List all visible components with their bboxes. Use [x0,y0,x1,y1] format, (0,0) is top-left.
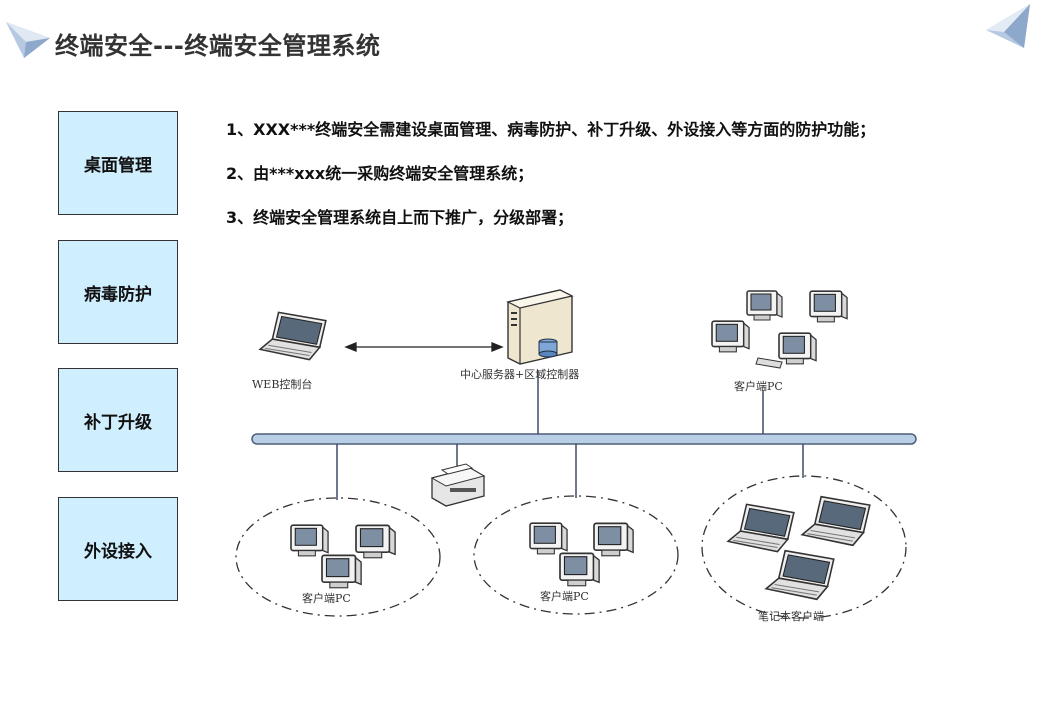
laptop-icon [765,549,835,601]
page-title: 终端安全---终端安全管理系统 [55,32,381,60]
desktop-pc-icon [290,524,329,557]
printer-icon [430,463,486,507]
point-2: 2、由***xxx统一采购终端安全管理系统； [226,164,534,183]
feature-box-peripheral-access: 外设接入 [58,497,178,601]
server-icon [506,289,574,365]
client-group-2-boundary [473,495,679,615]
desktop-pc-icon [746,290,783,321]
bus-links [336,370,804,500]
client-pc-top-group [711,290,848,369]
client-pc-top-label: 客户端PC [734,379,783,393]
laptop-group-boundary [701,475,907,619]
desktop-pc-icon [529,522,568,555]
feature-box-desktop-management: 桌面管理 [58,111,178,215]
server-label: 中心服务器+区域控制器 [460,367,579,381]
laptop-group [727,495,871,601]
feature-label: 外设接入 [84,541,152,562]
desktop-pc-icon [559,552,600,587]
client-group-1-boundary [235,497,441,617]
desktop-pc-icon [809,290,848,323]
client-pc-group-1-label: 客户端PC [302,591,351,605]
bidirectional-arrow [344,342,504,352]
paper-plane-left-icon [6,22,50,58]
desktop-pc-icon [355,524,396,559]
point-1: 1、XXX***终端安全需建设桌面管理、病毒防护、补丁升级、外设接入等方面的防护… [226,120,876,139]
laptop-icon [727,503,795,553]
client-pc-group-1 [290,524,396,589]
desktop-pc-icon [321,554,362,589]
laptop-group-label: 笔记本客户端 [758,609,824,623]
web-console-laptop-icon [259,311,327,361]
web-console-label: WEB控制台 [252,377,312,391]
network-bus [251,433,917,445]
paper-plane-right-icon [986,4,1030,48]
desktop-pc-icon [778,332,817,365]
desktop-pc-icon [593,522,634,557]
feature-label: 病毒防护 [84,284,152,305]
feature-label: 补丁升级 [84,412,152,433]
point-3: 3、终端安全管理系统自上而下推广，分级部署； [226,208,574,227]
feature-box-patch-upgrade: 补丁升级 [58,368,178,472]
client-pc-group-2-label: 客户端PC [540,589,589,603]
feature-box-virus-protection: 病毒防护 [58,240,178,344]
client-pc-group-2 [529,522,634,587]
laptop-icon [801,495,871,547]
feature-label: 桌面管理 [84,155,152,176]
desktop-pc-icon [711,320,750,353]
